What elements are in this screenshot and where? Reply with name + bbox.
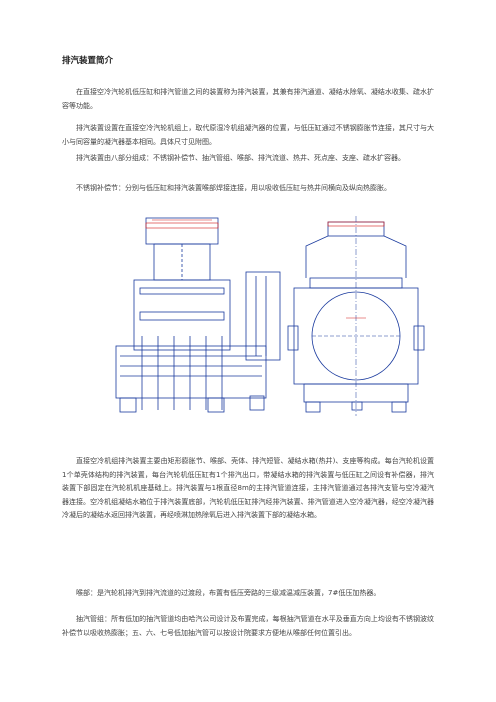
exhaust-device-drawing [115, 216, 425, 416]
paragraph-4: 不锈钢补偿节：分别与低压缸和排汽装置喉部焊接连接，用以吸收低压缸与热井间横向及纵… [76, 184, 391, 192]
paragraph-2: 排汽装置设置在直接空冷汽轮机组上，取代原湿冷机组凝汽器的位置，与低压缸通过不锈钢… [62, 124, 434, 146]
paragraph-6: 喉部：是汽轮机排汽到排汽流道的过渡段，布置有低压旁路的三级减温减压装置，7#低压… [76, 589, 381, 597]
paragraph-3: 排汽装置由八部分组成：不锈钢补偿节、抽汽管组、喉部、排汽流道、热井、死点座、支座… [76, 154, 405, 162]
paragraph-5: 直接空冷机组排汽装置主要由矩形膨胀节、喉部、壳体、排汽短管、凝结水箱(热井)、支… [62, 457, 434, 520]
paragraph-7: 抽汽管组：所有低加的抽汽管道均由哈汽公司设计及布置完成，每根抽汽管道在水平及垂直… [62, 615, 434, 637]
paragraph-1: 在直接空冷汽轮机低压缸和排汽管道之间的装置称为排汽装置，其兼有排汽通道、凝结水除… [62, 88, 434, 110]
page-title: 排汽装置简介 [62, 56, 114, 66]
side-view-drawing [115, 217, 281, 413]
front-view-drawing [287, 216, 425, 416]
